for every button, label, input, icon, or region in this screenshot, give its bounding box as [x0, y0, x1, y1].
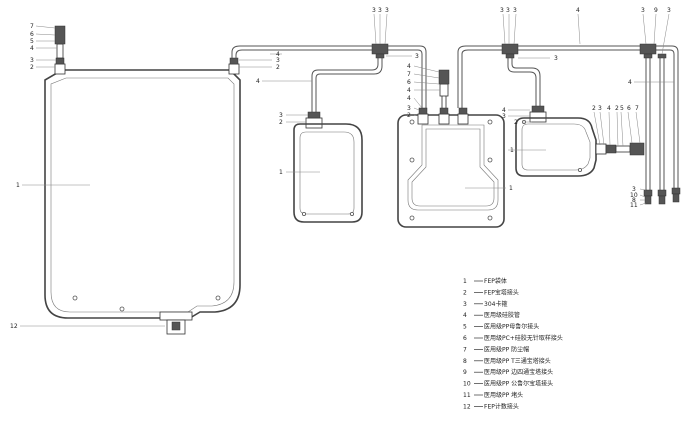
legend-text: 医用级PC+硅胶无针取样接头 [484, 334, 563, 342]
tubing [231, 45, 679, 190]
callout-2-b3t2: 2 [615, 105, 619, 112]
callout-4-j2: 4 [576, 7, 580, 14]
plate-bag-callouts: 4 7 6 4 4 3 2 1 [407, 63, 513, 192]
callout-1-b2: 1 [279, 169, 283, 176]
small-bag-right-callouts: 4 3 2 1 2 3 4 2 5 6 7 [502, 105, 641, 154]
callout-4-b3t: 4 [607, 105, 611, 112]
legend-text: FEP宝塔接头 [484, 288, 519, 296]
callout-2-b3: 2 [514, 119, 518, 126]
legend-number: 4 [463, 312, 467, 319]
callout-6-b3t: 6 [627, 105, 631, 112]
legend-text: 医用级PP 公鲁尔宝塔接头 [484, 380, 553, 388]
callout-2-right: 2 [276, 64, 280, 71]
legend-number: 6 [463, 335, 467, 342]
legend-number: 12 [463, 403, 471, 410]
legend-number: 5 [463, 324, 467, 331]
callout-3-p: 3 [407, 105, 411, 112]
callout-4-b3: 4 [502, 107, 506, 114]
legend-text: 医用级PP 堵头 [484, 391, 523, 399]
callout-5-b3t: 5 [620, 105, 624, 112]
legend-text: 医用级PP 防尘帽 [484, 345, 529, 353]
legend-number: 2 [463, 289, 467, 296]
legend-text: 304卡箍 [484, 300, 507, 308]
callout-7: 7 [30, 23, 34, 30]
callout-12: 12 [10, 323, 18, 330]
callout-4: 4 [30, 45, 34, 52]
legend-number: 10 [463, 381, 471, 388]
callout-5: 5 [30, 38, 34, 45]
callout-3-j1d: 3 [415, 53, 419, 60]
callout-3-j1b: 3 [378, 7, 382, 14]
callout-7-b3t: 7 [635, 105, 639, 112]
legend-text: 医用级PP 边四通宝塔接头 [484, 368, 553, 376]
callout-3: 3 [30, 57, 34, 64]
callout-10-rb: 10 [630, 192, 638, 199]
callout-2-b2: 2 [279, 119, 283, 126]
legend-number: 11 [463, 392, 471, 399]
right-line-ends: 3 10 8 11 [630, 186, 681, 209]
callout-3-j2d: 3 [554, 55, 558, 62]
callout-2-p: 2 [407, 112, 411, 119]
callout-2: 2 [30, 64, 34, 71]
legend-text: 医用级PP T三通宝塔接头 [484, 357, 551, 365]
callout-3-j1c: 3 [385, 7, 389, 14]
legend-text: FEP计数接头 [484, 402, 519, 410]
callout-11-rb: 11 [630, 202, 638, 209]
callout-3-j1a: 3 [372, 7, 376, 14]
callout-1-p: 1 [509, 185, 513, 192]
callout-3-rb: 3 [632, 186, 636, 193]
plate-bag [397, 69, 505, 228]
callout-4-p2: 4 [407, 87, 411, 94]
callout-3-b3: 3 [502, 113, 506, 120]
callout-8-rb: 8 [632, 197, 636, 204]
callout-4-p3: 4 [407, 95, 411, 102]
small-bag-left [293, 111, 363, 223]
large-bag-callouts: 7 6 5 4 3 2 1 12 3 2 [10, 23, 280, 330]
callout-4-r: 4 [628, 79, 632, 86]
small-bag-right [515, 105, 645, 177]
callout-2-b3t: 2 [592, 105, 596, 112]
legend-text: FEP袋体 [484, 277, 507, 285]
large-bag [44, 25, 241, 335]
callout-6-p: 6 [407, 79, 411, 86]
callout-3-right: 3 [276, 57, 280, 64]
small-bag-left-callouts: 3 2 1 [279, 112, 320, 176]
junction-fittings [371, 43, 667, 59]
callout-3-b3t: 3 [598, 105, 602, 112]
parts-legend: 1 FEP袋体 2 FEP宝塔接头 3 304卡箍 4 医用级硅胶管 5 医用级PP母鲁尔接头 6 医… [463, 277, 563, 410]
callout-4-tube-b: 4 [256, 78, 260, 85]
callout-3-r2: 3 [667, 7, 671, 14]
legend-number: 9 [463, 369, 467, 376]
callout-3-j2c: 3 [513, 7, 517, 14]
callout-1: 1 [16, 182, 20, 189]
callout-4-tube-a: 4 [276, 51, 280, 58]
callout-9-r: 9 [654, 7, 658, 14]
callout-3-b2: 3 [279, 112, 283, 119]
callout-1-b3: 1 [510, 147, 514, 154]
legend-number: 1 [463, 278, 467, 285]
legend-number: 7 [463, 346, 467, 353]
legend-number: 3 [463, 301, 467, 308]
legend-text: 医用级硅胶管 [484, 311, 520, 319]
callout-3-r1: 3 [641, 7, 645, 14]
callout-4-p1: 4 [407, 63, 411, 70]
callout-3-j2a: 3 [500, 7, 504, 14]
junction-callouts: 3 3 3 3 4 4 3 3 3 4 3 3 9 3 4 [256, 7, 674, 86]
callout-7-p: 7 [407, 71, 411, 78]
legend-text: 医用级PP母鲁尔接头 [484, 323, 539, 331]
callout-3-j2b: 3 [506, 7, 510, 14]
legend-number: 8 [463, 358, 467, 365]
callout-6: 6 [30, 31, 34, 38]
